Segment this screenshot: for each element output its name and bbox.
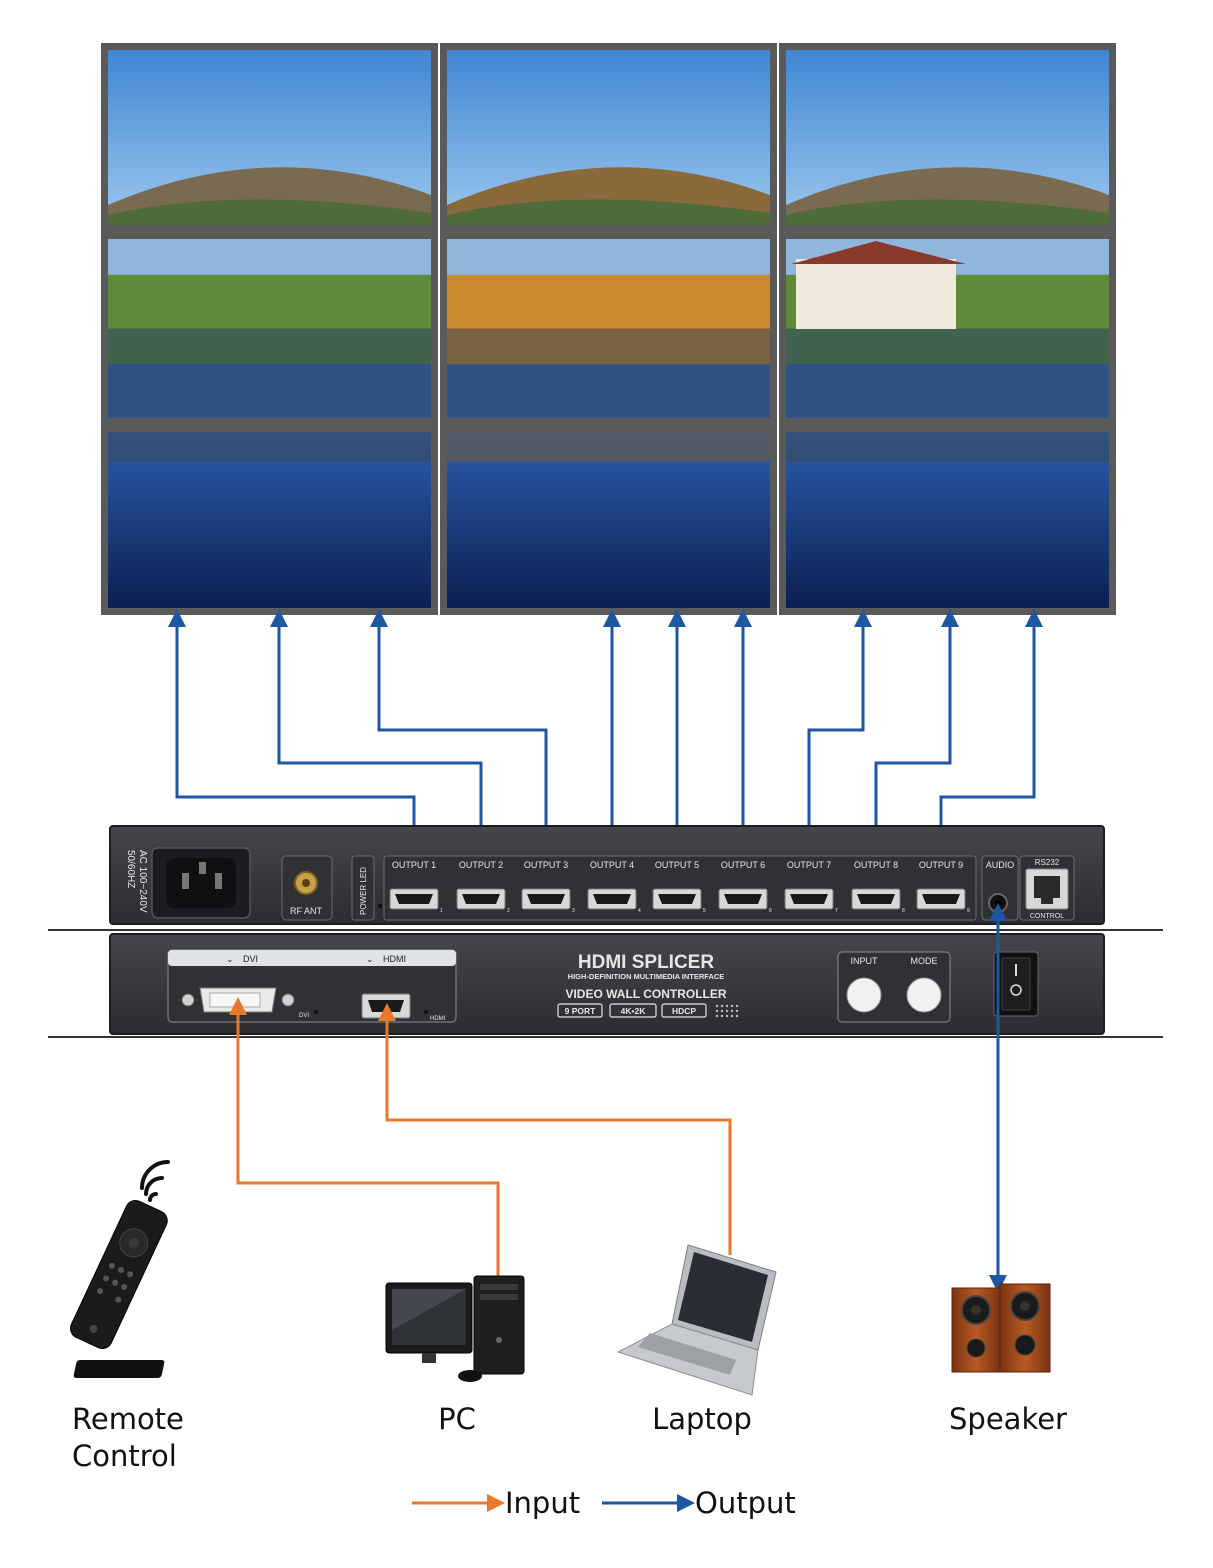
wall-screen-1 — [101, 43, 438, 232]
dvi-port-label: DVI — [299, 1013, 309, 1019]
output-8-number: 8 — [902, 908, 905, 914]
laptop-hdmi-connection — [378, 1003, 732, 1255]
dvi-chevron-icon: ⌄ — [226, 954, 234, 964]
output-9-label: OUTPUT 9 — [919, 860, 963, 870]
output-3-number: 3 — [572, 908, 575, 914]
legend-output-label: Output — [695, 1486, 796, 1520]
output-9-number: 9 — [967, 908, 970, 914]
mode-button[interactable] — [906, 977, 942, 1013]
output-6-number: 6 — [769, 908, 772, 914]
wall-screen-9 — [779, 425, 1116, 615]
output-3-label: OUTPUT 3 — [524, 860, 568, 870]
hdmi-output-port-2[interactable] — [456, 888, 506, 910]
hdmi-port-label: HDMI — [430, 1016, 446, 1022]
svg-text:HDCP: HDCP — [672, 1006, 696, 1016]
svg-text:4K•2K: 4K•2K — [621, 1006, 647, 1016]
feature-badge-3: HDCP — [661, 1003, 707, 1018]
feature-badge-1: 9 PORT — [557, 1003, 603, 1018]
hdmi-output-port-5[interactable] — [652, 888, 702, 910]
legend-input-label: Input — [505, 1486, 580, 1520]
brand-title: HDMI SPLICER — [578, 952, 714, 973]
input-button-label: INPUT — [851, 956, 879, 966]
output-7-connection — [807, 609, 872, 900]
hdmi-output-port-1[interactable] — [389, 888, 439, 910]
wall-screen-7 — [101, 425, 438, 615]
svg-text:9 PORT: 9 PORT — [565, 1006, 597, 1016]
power-rating-label: AC 100~240V — [137, 850, 148, 913]
hdmi-header-label: HDMI — [383, 954, 406, 964]
audio-jack[interactable] — [988, 893, 1008, 913]
output-8-label: OUTPUT 8 — [854, 860, 898, 870]
ir-receiver-grid — [715, 1004, 739, 1018]
rf-ant-label: RF ANT — [290, 906, 323, 916]
power-frequency-label: 50/60HZ — [125, 850, 136, 888]
hdmi-led — [424, 1010, 428, 1014]
dvi-header-label: DVI — [243, 954, 258, 964]
speaker-label: Speaker — [949, 1402, 1067, 1436]
power-socket[interactable] — [151, 847, 251, 919]
output-2-label: OUTPUT 2 — [459, 860, 503, 870]
output-4-number: 4 — [638, 908, 641, 914]
laptop-label: Laptop — [652, 1402, 752, 1436]
input-panel-header — [168, 950, 456, 966]
hdmi-output-port-4[interactable] — [587, 888, 637, 910]
pc-label: PC — [438, 1402, 476, 1436]
wall-screen-4 — [101, 232, 438, 425]
feature-badge-2: 4K•2K — [609, 1003, 657, 1018]
legend: Input Output — [412, 1486, 796, 1520]
rf-antenna-port[interactable] — [281, 855, 333, 921]
wall-screen-6 — [779, 232, 1116, 425]
output-4-label: OUTPUT 4 — [590, 860, 634, 870]
rs232-label: RS232 — [1035, 858, 1060, 867]
audio-label: AUDIO — [986, 860, 1015, 870]
wall-screen-2 — [440, 43, 777, 232]
controller-back-panel: AC 100~240V 50/60HZ RF ANT POWER LED OUT… — [48, 825, 1163, 931]
output-7-label: OUTPUT 7 — [787, 860, 831, 870]
video-wall — [99, 41, 1117, 617]
input-button[interactable] — [846, 977, 882, 1013]
remote-label-line1: Remote — [72, 1402, 184, 1436]
speaker-icon — [951, 1283, 1051, 1373]
hdmi-output-ports: OUTPUT 1 1 OUTPUT 2 2 OUTPUT 3 3 OUTPUT 4 4 OUTP… — [389, 860, 970, 914]
power-led-label: POWER LED — [359, 867, 368, 915]
controller-front-panel: DVI ⌄ HDMI ⌄ DVI HDMI HDMI SPLICER HIGH-… — [48, 933, 1163, 1038]
mode-button-label: MODE — [911, 956, 938, 966]
output-1-number: 1 — [440, 908, 443, 914]
control-label: CONTROL — [1030, 913, 1064, 920]
hdmi-output-port-7[interactable] — [784, 888, 834, 910]
pc-dvi-connection — [229, 997, 500, 1278]
output-2-number: 2 — [507, 908, 510, 914]
product-title: VIDEO WALL CONTROLLER — [565, 987, 726, 1001]
wall-screen-5 — [440, 232, 777, 425]
pc-icon — [73, 1275, 525, 1382]
power-led-panel — [351, 855, 375, 921]
wifi-signal-icon — [140, 1160, 170, 1202]
output-1-label: OUTPUT 1 — [392, 860, 436, 870]
rs232-port[interactable] — [1025, 868, 1069, 910]
hdmi-output-port-8[interactable] — [851, 888, 901, 910]
hdmi-chevron-icon: ⌄ — [366, 954, 374, 964]
wall-screen-3 — [779, 43, 1116, 232]
input-connections — [229, 903, 1007, 1293]
remote-control-icon — [70, 1200, 168, 1350]
feature-badges: 9 PORT 4K•2K HDCP — [557, 1003, 707, 1018]
brand-subtitle: HIGH-DEFINITION MULTIMEDIA INTERFACE — [568, 972, 725, 981]
output-3-connection — [370, 609, 548, 900]
hdmi-output-port-3[interactable] — [521, 888, 571, 910]
dvi-led — [314, 1010, 318, 1014]
hdmi-output-port-6[interactable] — [718, 888, 768, 910]
output-5-label: OUTPUT 5 — [655, 860, 699, 870]
output-5-number: 5 — [703, 908, 706, 914]
output-7-number: 7 — [835, 908, 838, 914]
remote-label-line2: Control — [72, 1439, 177, 1473]
power-switch[interactable] — [993, 951, 1039, 1017]
wall-screen-8 — [440, 425, 777, 615]
output-6-label: OUTPUT 6 — [721, 860, 765, 870]
laptop-icon — [616, 1244, 777, 1396]
power-led — [378, 904, 382, 908]
hdmi-output-port-9[interactable] — [916, 888, 966, 910]
